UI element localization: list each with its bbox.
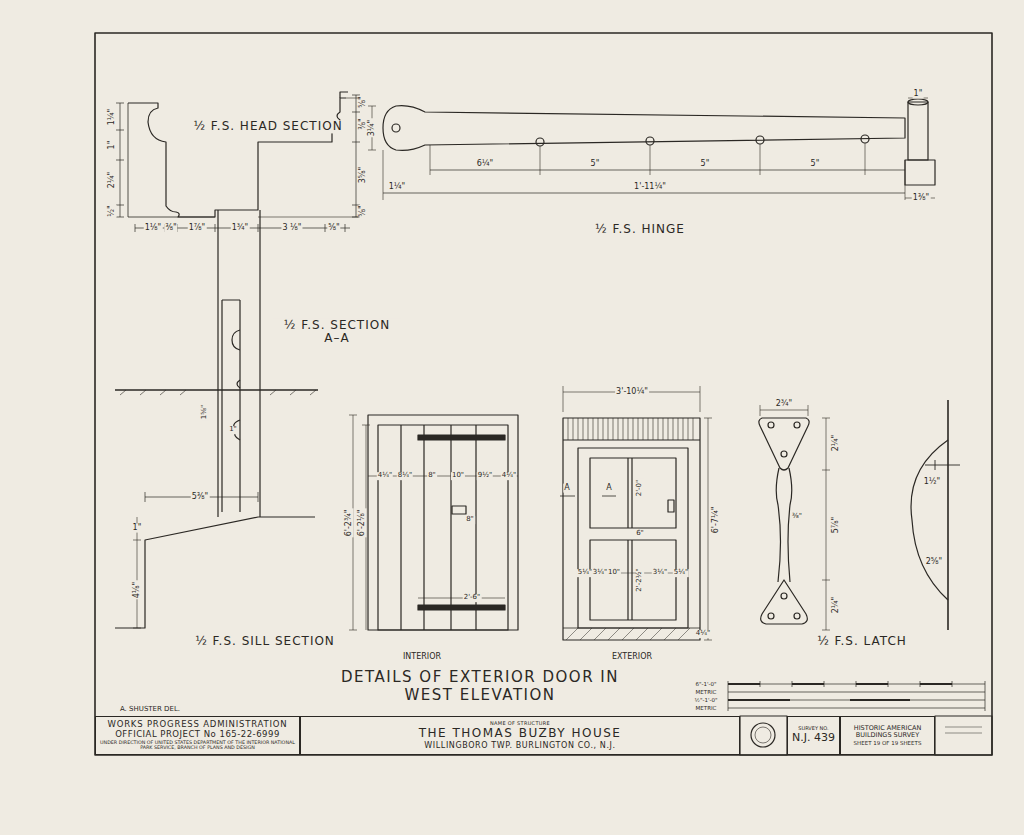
- dimension-label: 1⅛": [144, 224, 163, 233]
- dimension-label: A. SHUSTER DEL.: [119, 706, 181, 714]
- dimension-label: 6"-1'-0": [694, 681, 717, 687]
- title-block-text: SHEET 19 OF 19 SHEETS: [854, 740, 922, 746]
- dimension-label: 2¼": [832, 596, 841, 615]
- dimension-label: 5⅜": [191, 493, 210, 502]
- dimension-label: 2¼": [108, 171, 117, 190]
- dimension-label: A: [563, 484, 570, 493]
- dimension-label: INTERIOR: [402, 653, 442, 662]
- dimension-label: ½"-1'-0": [694, 697, 719, 703]
- sheet-title: DETAILS OF EXTERIOR DOOR IN WEST ELEVATI…: [320, 668, 640, 704]
- dimension-label: 2'-0": [636, 479, 644, 498]
- view-title: ½ F.S. HINGE: [594, 223, 686, 236]
- dimension-label: ½": [108, 204, 117, 217]
- dimension-label: 5⅞": [832, 516, 841, 535]
- dimension-label: 6'-2⅛": [358, 509, 367, 538]
- dimension-label: 5¼": [577, 569, 593, 577]
- dimension-label: 1": [108, 140, 117, 151]
- dimension-label: 3¼": [652, 569, 668, 577]
- title-block-text: UNDER DIRECTION OF UNITED STATES DEPARTM…: [99, 740, 296, 751]
- dimension-label: 6¼": [476, 160, 495, 169]
- dimension-label: EXTERIOR: [611, 653, 653, 662]
- dimension-label: METRIC: [695, 689, 718, 695]
- graphic-scale: [728, 681, 985, 711]
- dimension-label: 5": [700, 160, 711, 169]
- dimension-label: 3'-10¼": [615, 388, 649, 397]
- dimension-label: ⅝": [327, 224, 340, 233]
- dimension-label: 1⅜": [912, 194, 931, 203]
- dimension-label: 2¾": [775, 400, 794, 409]
- dimension-label: 6": [635, 530, 645, 538]
- dimension-label: ⅜": [164, 224, 177, 233]
- title-block-text: HISTORIC AMERICAN BUILDINGS SURVEY: [844, 725, 931, 740]
- latch-drawing: [759, 400, 960, 630]
- dimension-label: 9½": [477, 472, 493, 480]
- dimension-label: 2'-6": [463, 594, 482, 602]
- dimension-label: METRIC: [695, 705, 718, 711]
- dimension-label: 8¼": [397, 472, 413, 480]
- view-title: ½ F.S. SILL SECTION: [194, 635, 336, 648]
- view-title: ½ F.S. LATCH: [816, 635, 908, 648]
- dimension-label: 6'-2¾": [345, 509, 354, 538]
- dimension-label: 5": [810, 160, 821, 169]
- view-title: ½ F.S. SECTION A–A: [274, 319, 401, 345]
- dimension-label: ⅝": [359, 95, 368, 108]
- dimension-label: 8": [465, 516, 475, 524]
- dimension-label: 8": [427, 472, 437, 480]
- interior-elevation: [349, 415, 518, 630]
- dimension-label: 1⅞": [188, 224, 207, 233]
- title-block-cell: WORKS PROGRESS ADMINISTRATIONOFFICIAL PR…: [95, 716, 300, 755]
- dimension-label: 2'-2½": [636, 567, 644, 592]
- sheet-border: [95, 33, 992, 755]
- dimension-label: 1¾": [231, 224, 250, 233]
- dimension-label: 1½": [923, 478, 942, 487]
- exterior-elevation: [560, 386, 712, 640]
- title-block-text: N.J. 439: [792, 732, 835, 745]
- dimension-label: 1¼": [108, 108, 117, 127]
- dimension-label: 3¼": [368, 119, 377, 138]
- dimension-label: ⅜": [359, 117, 368, 130]
- view-title: ½ F.S. HEAD SECTION: [192, 120, 343, 133]
- title-block-cell: NAME OF STRUCTURETHE THOMAS BUZBY HOUSEW…: [300, 716, 740, 755]
- title-block-cell: SURVEY NO.N.J. 439: [787, 716, 840, 755]
- dimension-label: 4¼": [377, 472, 393, 480]
- title-block-text: WORKS PROGRESS ADMINISTRATION: [107, 720, 287, 730]
- dimension-label: 1": [132, 524, 143, 533]
- title-block-text: THE THOMAS BUZBY HOUSE: [419, 727, 622, 741]
- dimension-label: 5¼": [673, 569, 689, 577]
- dimension-label: A: [605, 484, 612, 493]
- dimension-label: 5": [590, 160, 601, 169]
- dimension-label: 4¼": [695, 630, 711, 638]
- head-section: [116, 92, 360, 232]
- dimension-label: 3¼": [592, 569, 608, 577]
- dimension-label: 1⅝": [201, 404, 209, 420]
- title-block-text: WILLINGBORO TWP. BURLINGTON CO., N.J.: [424, 741, 615, 750]
- title-block-art: [740, 716, 992, 755]
- dimension-label: 3 ⅛": [281, 224, 302, 233]
- dimension-label: 1¼": [388, 183, 407, 192]
- dimension-label: 2⅝": [925, 558, 944, 567]
- title-block-cell: HISTORIC AMERICAN BUILDINGS SURVEYSHEET …: [840, 716, 935, 755]
- hinge-drawing: [368, 98, 935, 200]
- dimension-label: 1'-11¼": [633, 183, 667, 192]
- dimension-label: ⅝": [359, 204, 368, 217]
- dimension-label: 10": [607, 569, 621, 577]
- dimension-label: ⅜": [791, 513, 803, 521]
- title-block-text: OFFICIAL PROJECT No 165-22-6999: [115, 730, 280, 740]
- dimension-label: 2¼": [832, 434, 841, 453]
- dimension-label: 1": [913, 90, 924, 99]
- sill-section: [115, 492, 315, 628]
- dimension-label: 1": [228, 426, 238, 434]
- dimension-label: 10": [451, 472, 465, 480]
- dimension-label: 6'-7¼": [712, 506, 721, 535]
- section-a-a: [115, 210, 318, 517]
- dimension-label: 4¼": [501, 472, 517, 480]
- dimension-label: 3⅝": [359, 166, 368, 185]
- dimension-label: 4⅛": [133, 581, 142, 600]
